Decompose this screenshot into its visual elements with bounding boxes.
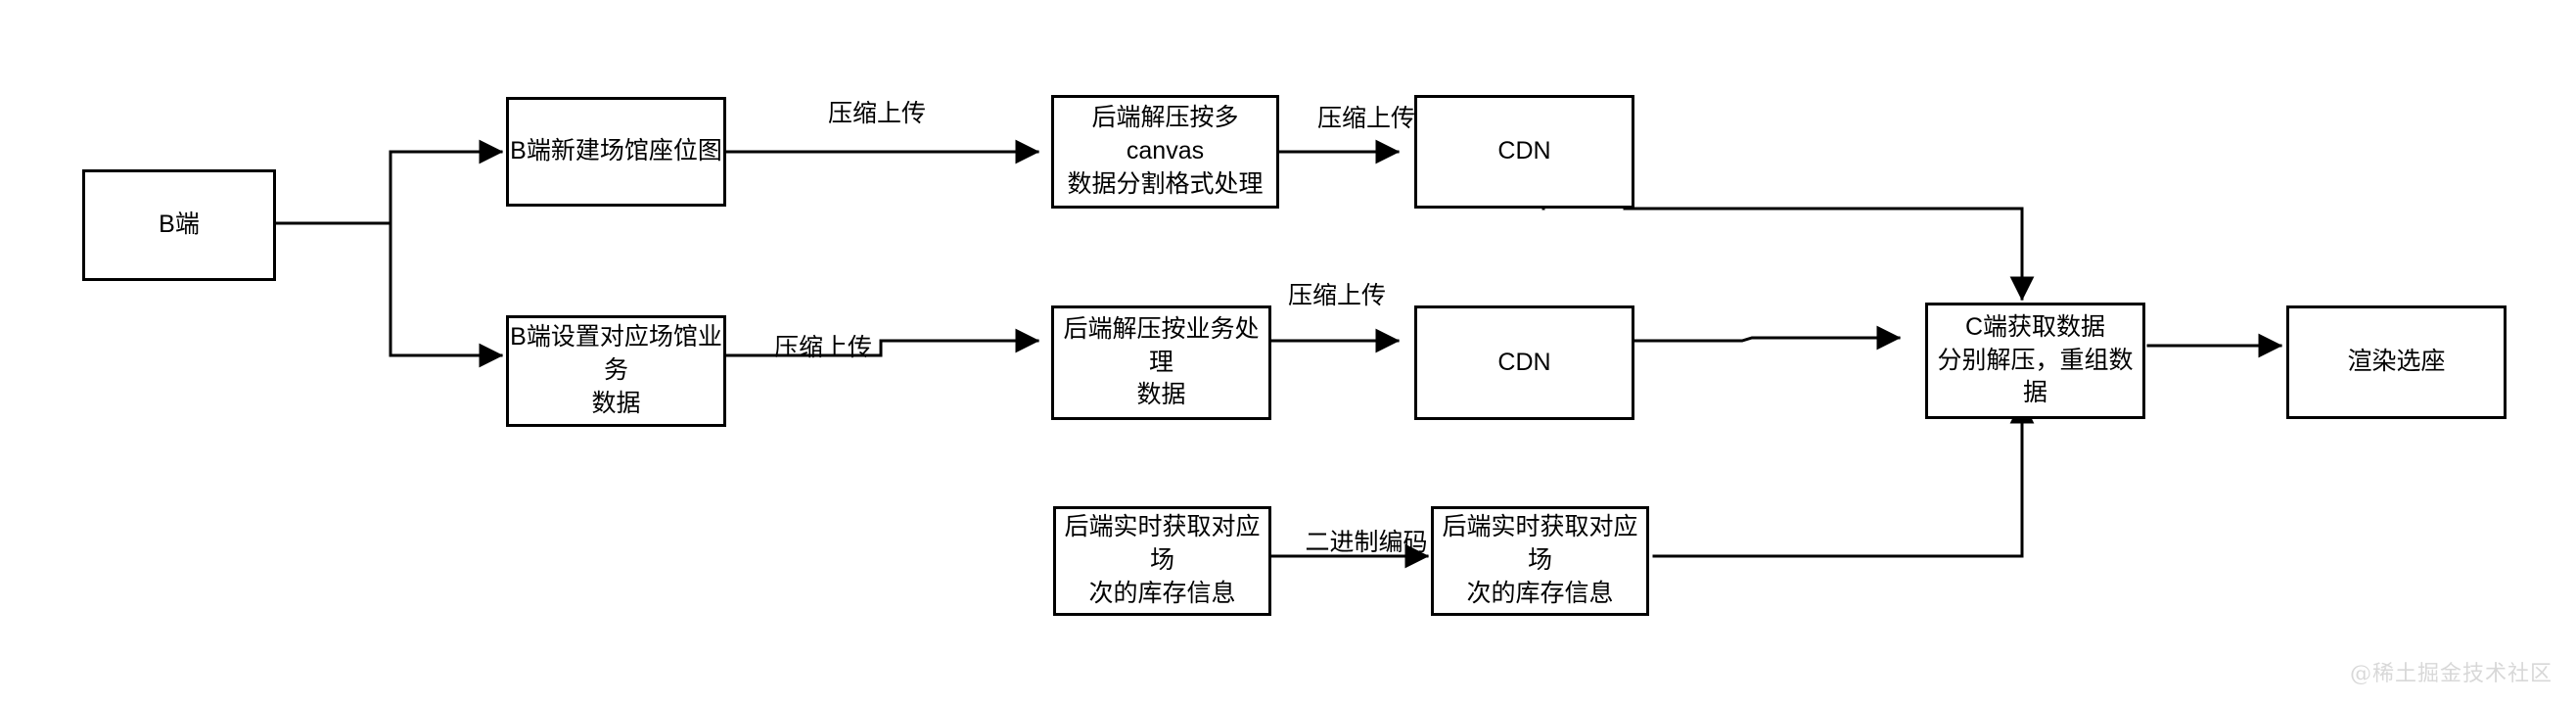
edge-label-compress-upload-4: 压缩上传: [1287, 282, 1387, 309]
node-backend-stock-realtime-2[interactable]: 后端实时获取对应场 次的库存信息: [1431, 506, 1649, 616]
node-backend-canvas-process[interactable]: 后端解压按多canvas 数据分割格式处理: [1051, 95, 1279, 209]
node-b-new-seatmap[interactable]: B端新建场馆座位图: [506, 97, 726, 207]
node-render-seat-selection[interactable]: 渲染选座: [2286, 305, 2507, 419]
node-b-business-data[interactable]: B端设置对应场馆业务 数据: [506, 315, 726, 427]
connector-cdntop-to-cduan: [1623, 207, 2035, 302]
node-backend-stock-realtime-1[interactable]: 后端实时获取对应场 次的库存信息: [1053, 506, 1271, 616]
edge-label-compress-upload-3: 压缩上传: [773, 334, 873, 361]
watermark-text: @稀土掘金技术社区: [2349, 662, 2553, 686]
edge-label-compress-upload-2: 压缩上传: [1316, 105, 1416, 132]
node-b-duan[interactable]: B端: [82, 169, 276, 281]
node-backend-business-process[interactable]: 后端解压按业务处理 数据: [1051, 305, 1271, 420]
connector-stock2-to-cduan: [1652, 398, 2035, 558]
node-cdn-top[interactable]: CDN: [1414, 95, 1634, 209]
node-cdn-mid[interactable]: CDN: [1414, 305, 1634, 420]
connector-cdnmid-to-cduan: [1623, 325, 1902, 351]
connector-business-to-backend: [724, 328, 1040, 357]
node-c-duan-fetch-data[interactable]: C端获取数据 分别解压，重组数据: [1925, 303, 2145, 419]
edge-label-binary-encode: 二进制编码: [1305, 529, 1428, 556]
edge-label-compress-upload-1: 压缩上传: [827, 100, 927, 127]
